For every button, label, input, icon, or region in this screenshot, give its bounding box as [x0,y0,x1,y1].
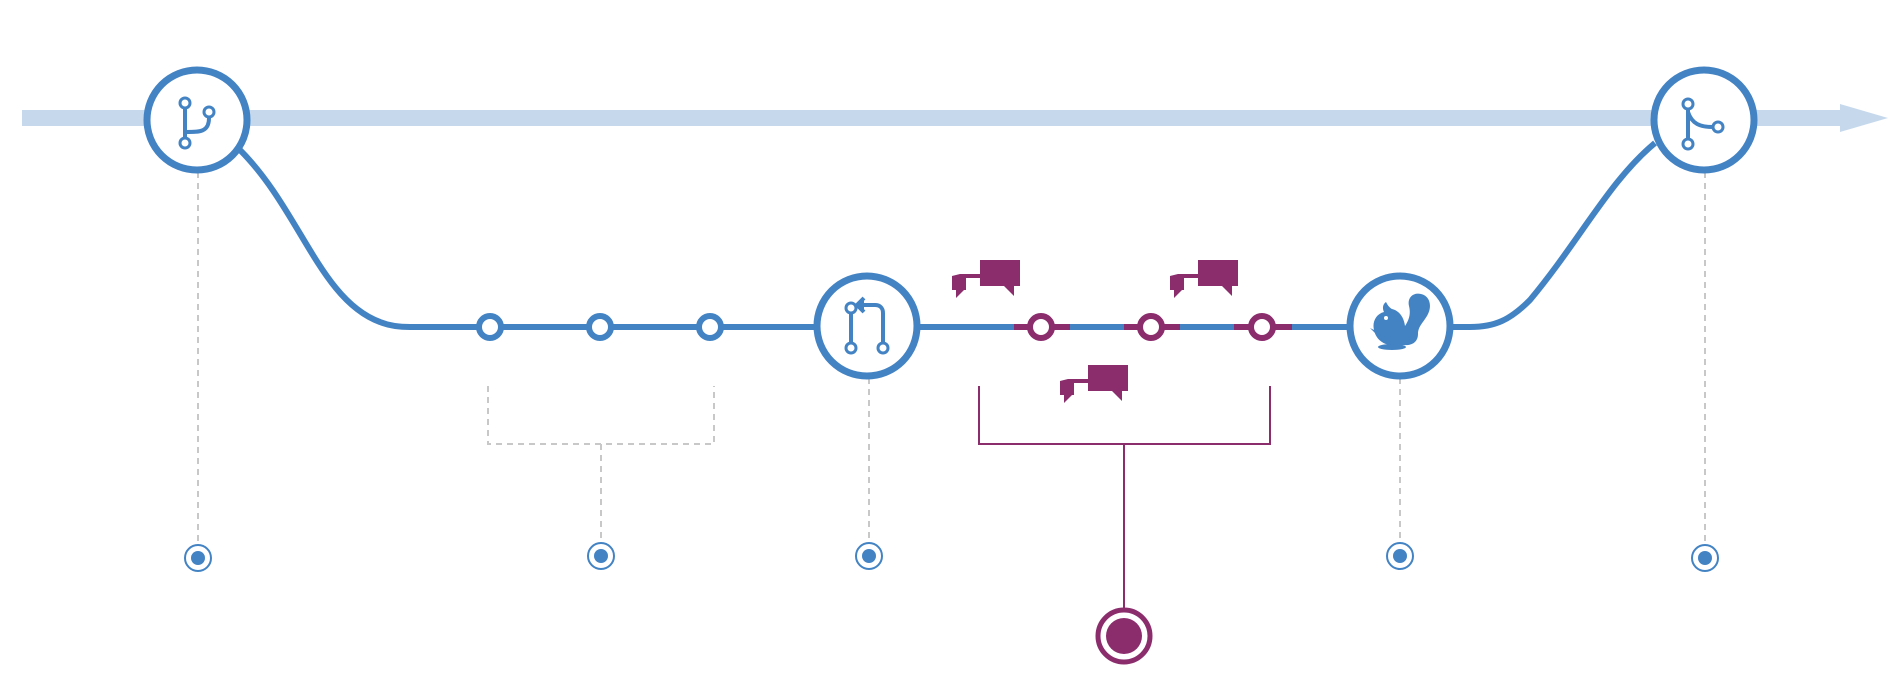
review-commit-dot-2 [1137,313,1165,341]
marker-deploy [1386,542,1414,570]
review-commit-dot-3 [1248,313,1276,341]
deploy-node [1346,272,1454,380]
git-pull-request-icon [844,296,890,355]
pull-request-ring [813,272,921,380]
git-branch-icon [178,96,216,150]
commit-dot-1 [476,313,504,341]
review-bracket-line [978,386,1271,445]
review-bracket [978,386,1271,612]
comment-discussion-icon-1 [952,260,1020,298]
master-line [22,110,1852,126]
guide-commits-bracket [487,386,715,445]
feature-branch-line [237,140,1657,330]
comment-discussion-icon-2 [1170,260,1238,298]
commit-dot-3 [696,313,724,341]
step-markers [184,542,1719,665]
merge-ring [1650,66,1758,174]
timeline-arrowhead [1840,104,1888,132]
main-timeline [22,104,1888,132]
pull-request-node [813,272,921,380]
merge-node [1650,66,1758,174]
squirrel-icon [1370,293,1430,350]
marker-add-commits [587,542,615,570]
create-branch-ring [143,66,251,174]
guide-lines [197,172,1706,542]
commit-dot-2 [586,313,614,341]
create-branch-node [143,66,251,174]
discussion-bubbles [952,260,1238,403]
marker-create-branch [184,544,212,572]
marker-open-pull-request [855,542,883,570]
comment-discussion-icon-3 [1060,365,1128,403]
git-merge-icon [1681,97,1725,151]
commit-dots [476,313,724,341]
review-commit-dot-1 [1027,313,1055,341]
marker-discuss-review [1095,607,1153,665]
marker-merge [1691,544,1719,572]
review-commit-dots [1027,313,1276,341]
